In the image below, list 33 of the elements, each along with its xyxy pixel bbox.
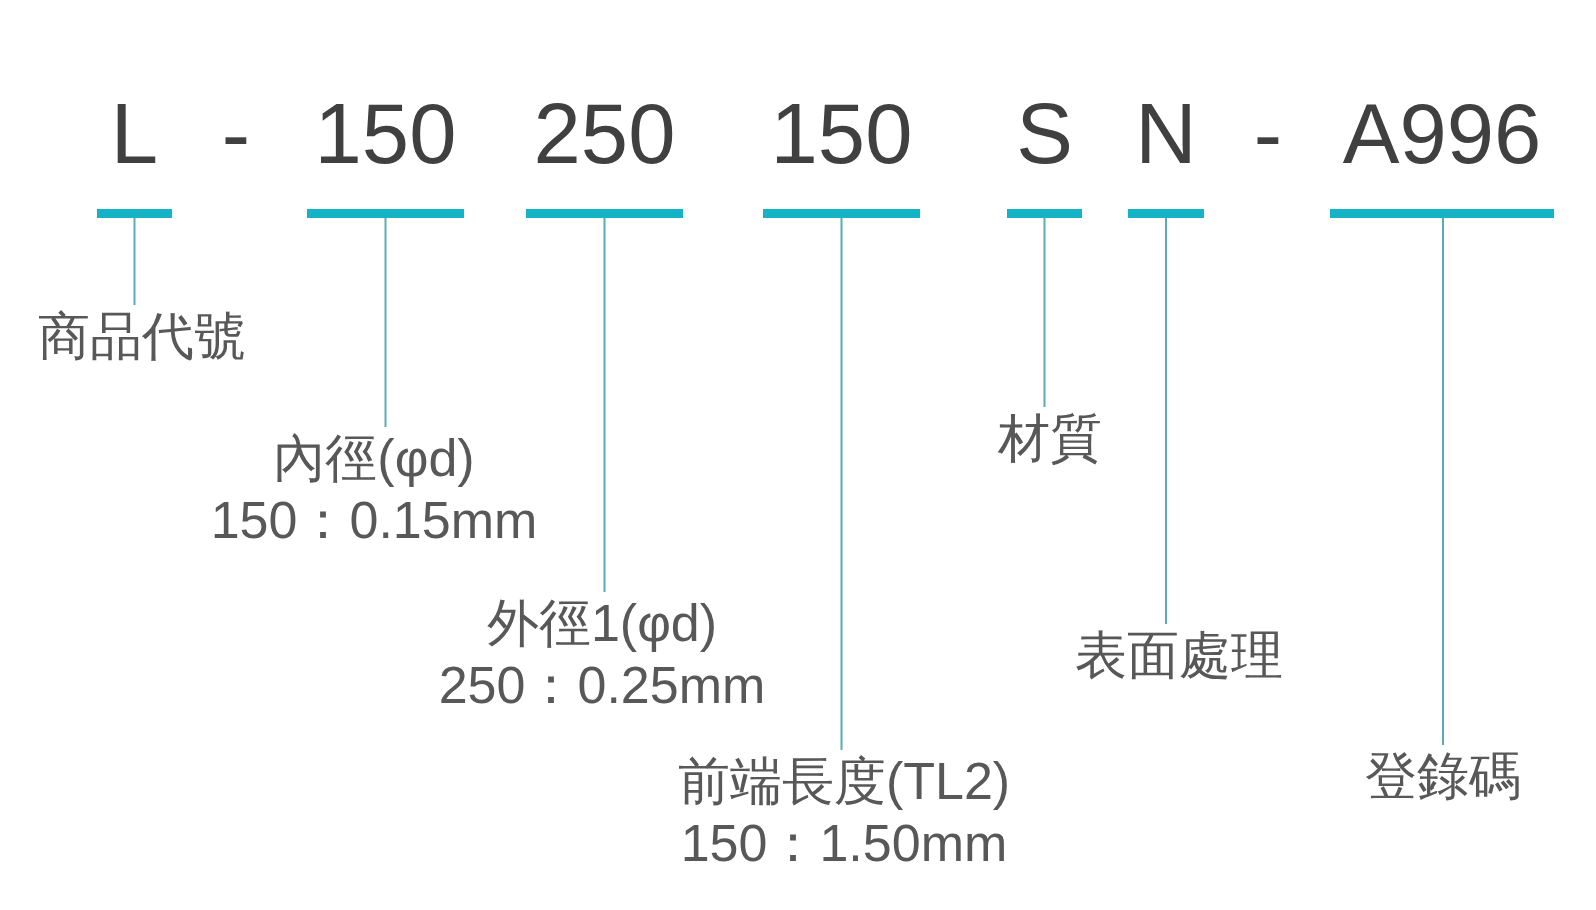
part-label: 內徑(φd) bbox=[273, 428, 475, 489]
leader-line bbox=[384, 217, 387, 428]
part-label: 前端長度(TL2) bbox=[677, 751, 1011, 812]
underline-bar bbox=[1007, 209, 1082, 218]
part-label: 登錄碼 bbox=[1365, 745, 1521, 807]
underline-bar bbox=[97, 209, 172, 218]
separator-text: - bbox=[1253, 91, 1283, 176]
value-note: 150：0.15mm bbox=[210, 490, 538, 551]
value-note: 150：1.50mm bbox=[680, 813, 1008, 874]
code-label: L bbox=[110, 91, 159, 176]
underline-bar bbox=[1330, 209, 1554, 218]
leader-line bbox=[1442, 217, 1444, 746]
part-label: 表面處理 bbox=[1075, 624, 1283, 686]
leader-line bbox=[133, 217, 136, 306]
code-label: 150 bbox=[314, 91, 457, 176]
separator-text: - bbox=[221, 91, 251, 176]
underline-bar bbox=[307, 209, 464, 218]
leader-line bbox=[840, 217, 843, 751]
part-label: 商品代號 bbox=[38, 305, 246, 367]
code-label: S bbox=[1016, 91, 1073, 176]
value-note: 250：0.25mm bbox=[438, 655, 766, 716]
underline-bar bbox=[1128, 209, 1204, 218]
leader-line bbox=[603, 217, 606, 593]
leader-line bbox=[1165, 217, 1167, 625]
code-label: A996 bbox=[1342, 91, 1542, 176]
code-label: N bbox=[1135, 91, 1197, 176]
code-label: 150 bbox=[770, 91, 913, 176]
underline-bar bbox=[763, 209, 920, 218]
underline-bar bbox=[526, 209, 683, 218]
part-label: 外徑1(φd) bbox=[486, 593, 718, 654]
leader-line bbox=[1043, 217, 1046, 408]
code-label: 250 bbox=[533, 91, 676, 176]
part-label: 材質 bbox=[998, 407, 1102, 469]
